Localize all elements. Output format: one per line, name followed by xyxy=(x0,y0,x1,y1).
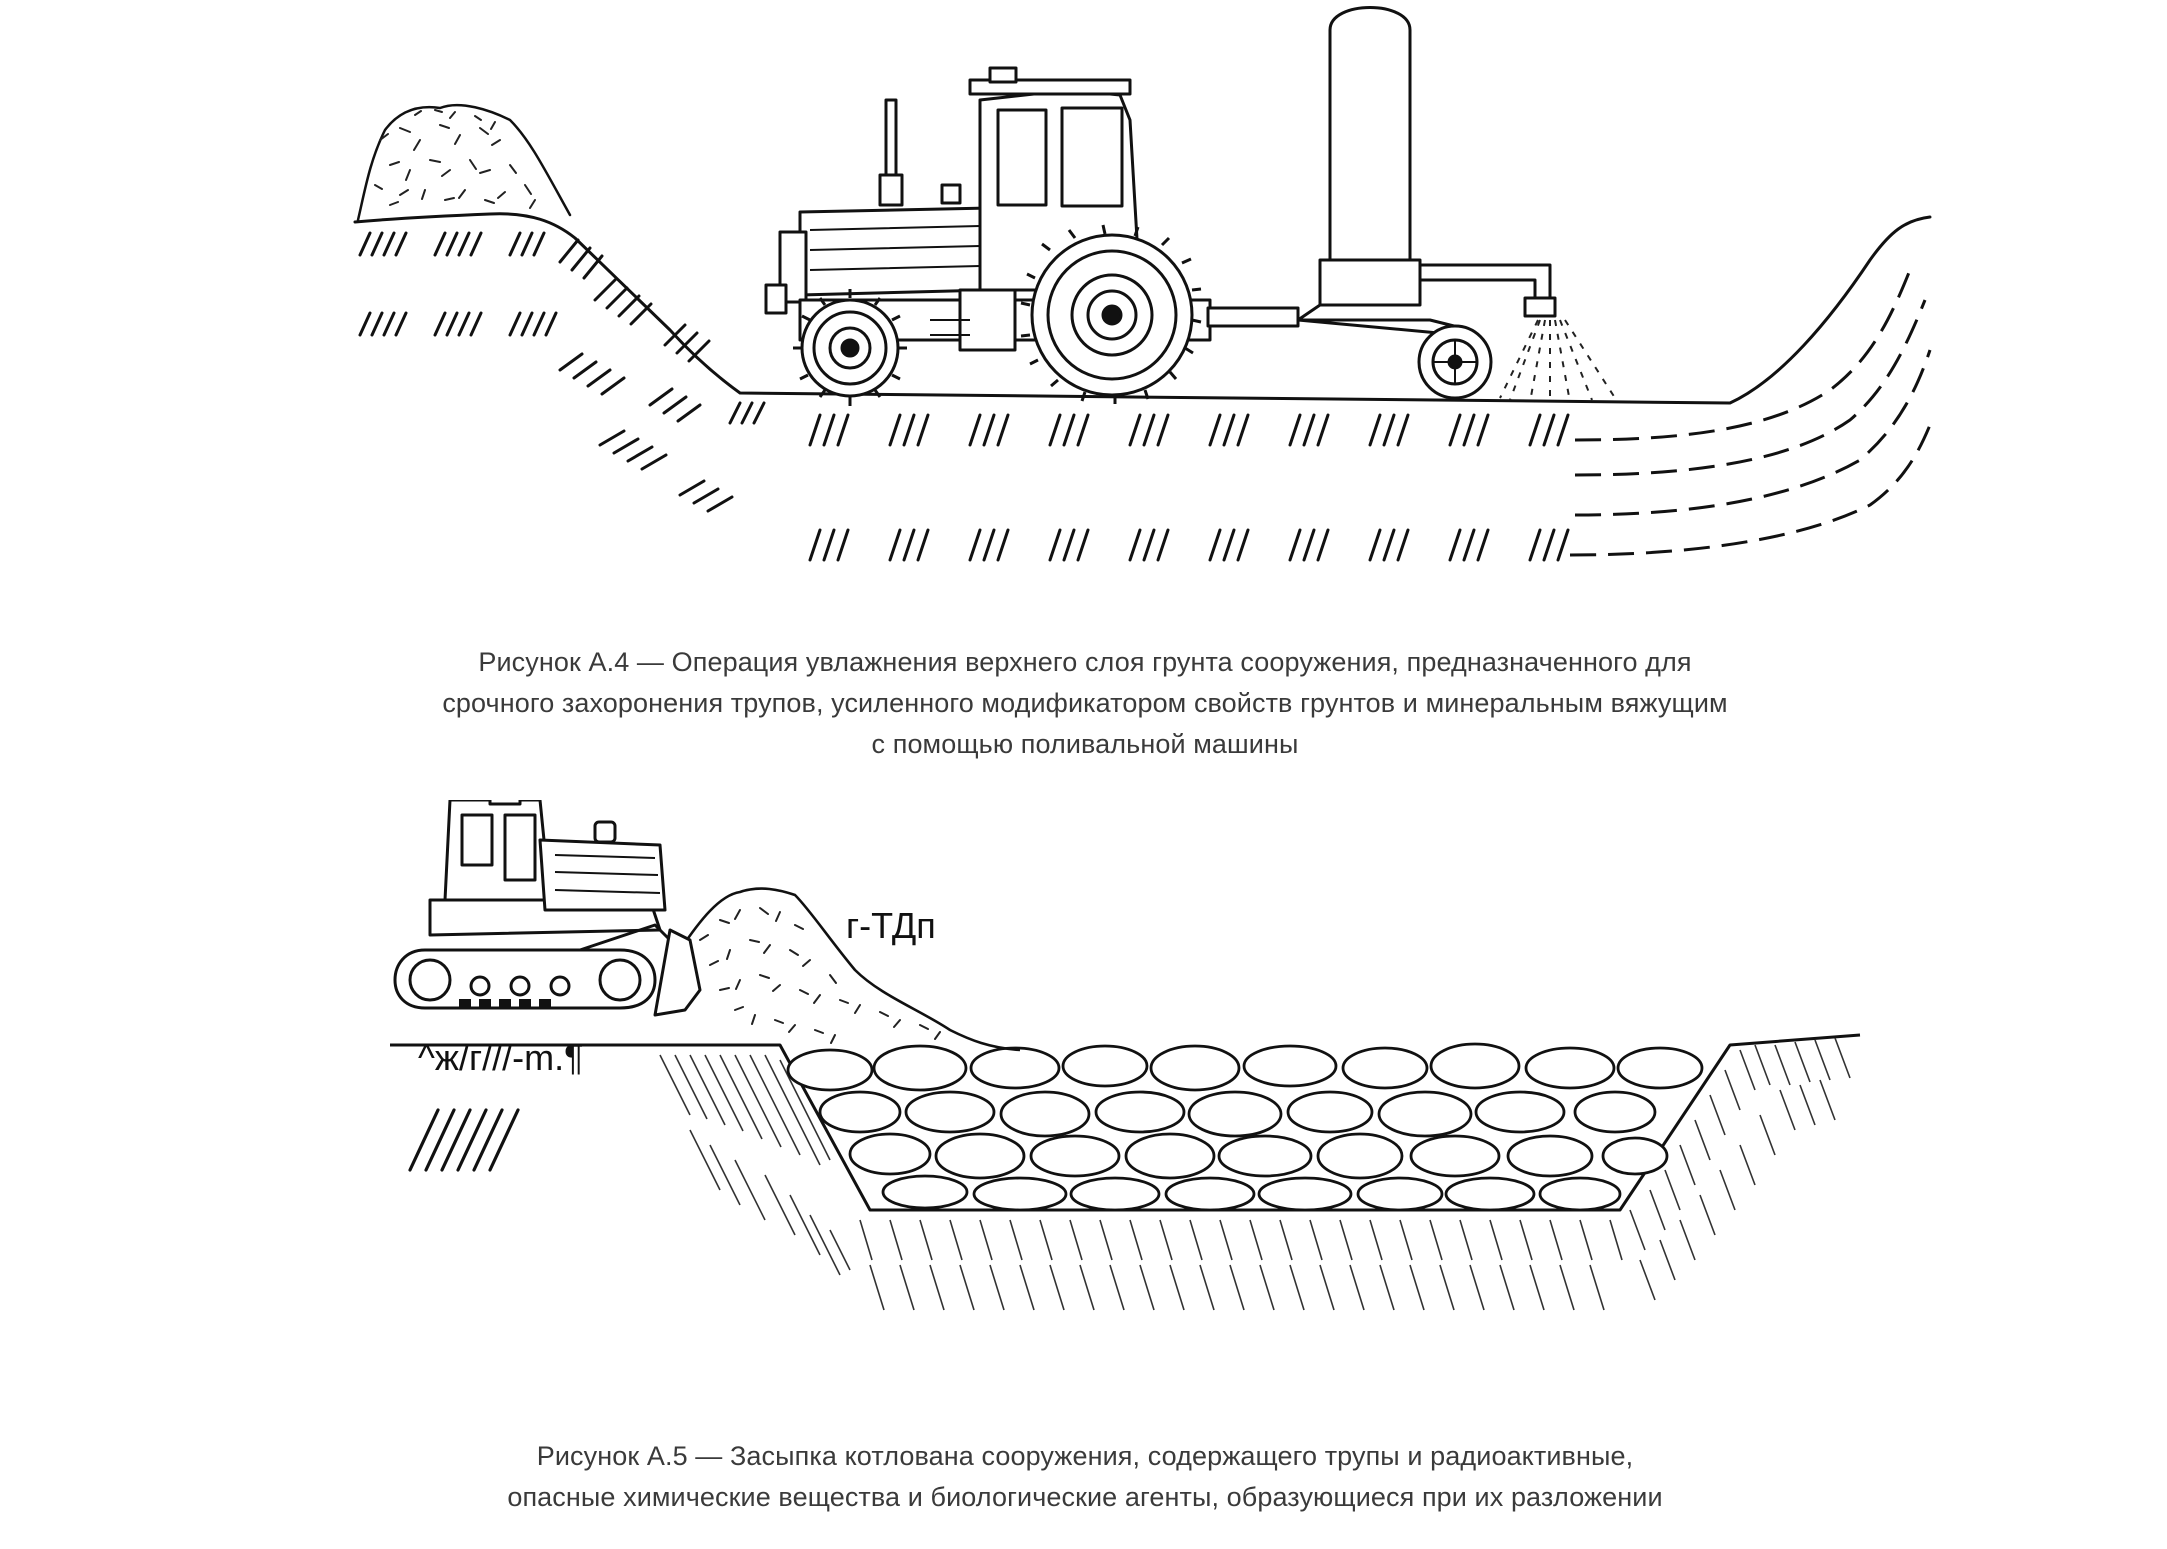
figure-a4-drawing xyxy=(330,0,1950,600)
soil-pile xyxy=(680,889,1020,1050)
track-links xyxy=(460,1000,550,1008)
caption-line: срочного захоронения трупов, усиленного … xyxy=(442,688,1728,718)
tractor-wheels xyxy=(802,235,1192,396)
soil-mound-texture xyxy=(375,110,535,208)
tractor-tire-treads xyxy=(793,225,1201,406)
ground-label: ^ж/г///-m.¶ xyxy=(418,1037,584,1078)
figure-a5-drawing xyxy=(390,800,1900,1380)
soil-pile-label: г-ТДп xyxy=(846,905,936,946)
caption-line: с помощью поливальной машины xyxy=(871,729,1299,759)
boulder-fill xyxy=(788,1044,1702,1210)
pit-outline xyxy=(660,1035,1860,1210)
bulldozer-icon xyxy=(395,800,700,1015)
wet-soil-lines xyxy=(1570,270,1932,555)
soil-mound xyxy=(358,105,570,220)
soil-hatching xyxy=(360,233,1568,560)
caption-line: опасные химические вещества и биологичес… xyxy=(507,1482,1663,1512)
ground-profile xyxy=(355,214,1930,403)
water-tank-icon xyxy=(1298,8,1555,336)
trailer-wheel xyxy=(1419,326,1491,398)
caption-line: Рисунок А.5 — Засыпка котлована сооружен… xyxy=(536,1441,1634,1471)
figure-a4-caption: Рисунок А.4 — Операция увлажнения верхне… xyxy=(250,642,1920,765)
soil-pile-texture xyxy=(700,908,940,1043)
caption-line: Рисунок А.4 — Операция увлажнения верхне… xyxy=(478,647,1692,677)
ground-hatching xyxy=(410,1110,518,1170)
water-spray xyxy=(1500,320,1615,402)
pit-wall-hatching xyxy=(660,1038,1850,1310)
figure-a5-caption: Рисунок А.5 — Засыпка котлована сооружен… xyxy=(250,1436,1920,1518)
